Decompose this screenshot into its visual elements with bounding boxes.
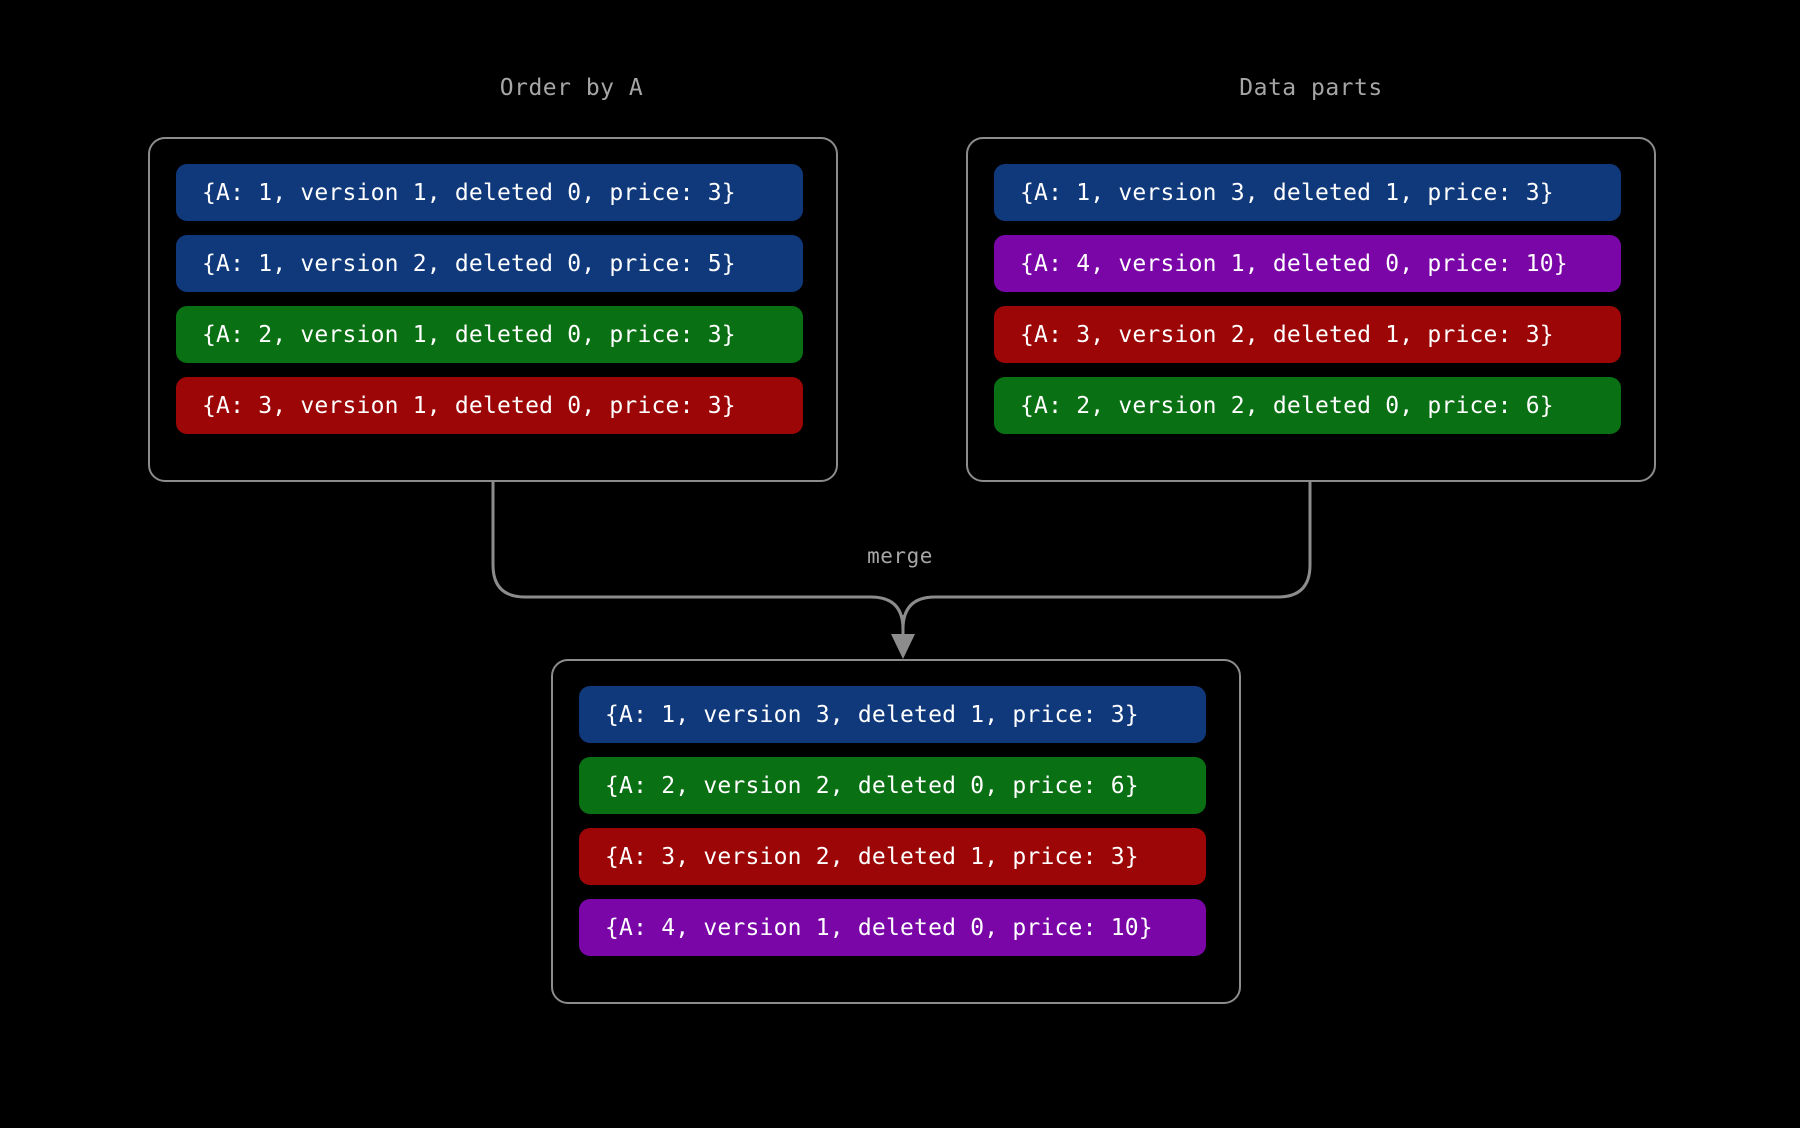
- record-row[interactable]: {A: 3, version 1, deleted 0, price: 3}: [176, 377, 803, 434]
- record-row[interactable]: {A: 3, version 2, deleted 1, price: 3}: [579, 828, 1206, 885]
- panel-order-by-a: {A: 1, version 1, deleted 0, price: 3} {…: [148, 137, 838, 482]
- record-row[interactable]: {A: 2, version 2, deleted 0, price: 6}: [579, 757, 1206, 814]
- panel-data-parts: {A: 1, version 3, deleted 1, price: 3} {…: [966, 137, 1656, 482]
- down-arrowhead-icon: [891, 634, 915, 659]
- record-row[interactable]: {A: 1, version 3, deleted 1, price: 3}: [579, 686, 1206, 743]
- merge-label: merge: [867, 544, 933, 568]
- record-row[interactable]: {A: 4, version 1, deleted 0, price: 10}: [994, 235, 1621, 292]
- record-row[interactable]: {A: 4, version 1, deleted 0, price: 10}: [579, 899, 1206, 956]
- record-row[interactable]: {A: 1, version 2, deleted 0, price: 5}: [176, 235, 803, 292]
- record-row[interactable]: {A: 2, version 2, deleted 0, price: 6}: [994, 377, 1621, 434]
- record-list-merged: {A: 1, version 3, deleted 1, price: 3} {…: [579, 686, 1213, 977]
- record-row[interactable]: {A: 1, version 3, deleted 1, price: 3}: [994, 164, 1621, 221]
- group-title-order-by-a: Order by A: [499, 75, 644, 101]
- panel-merged-result: {A: 1, version 3, deleted 1, price: 3} {…: [551, 659, 1241, 1004]
- record-row[interactable]: {A: 3, version 2, deleted 1, price: 3}: [994, 306, 1621, 363]
- record-list-order-by-a: {A: 1, version 1, deleted 0, price: 3} {…: [176, 164, 810, 455]
- record-row[interactable]: {A: 2, version 1, deleted 0, price: 3}: [176, 306, 803, 363]
- group-title-data-parts: Data parts: [1239, 75, 1383, 101]
- record-row[interactable]: {A: 1, version 1, deleted 0, price: 3}: [176, 164, 803, 221]
- record-list-data-parts: {A: 1, version 3, deleted 1, price: 3} {…: [994, 164, 1628, 455]
